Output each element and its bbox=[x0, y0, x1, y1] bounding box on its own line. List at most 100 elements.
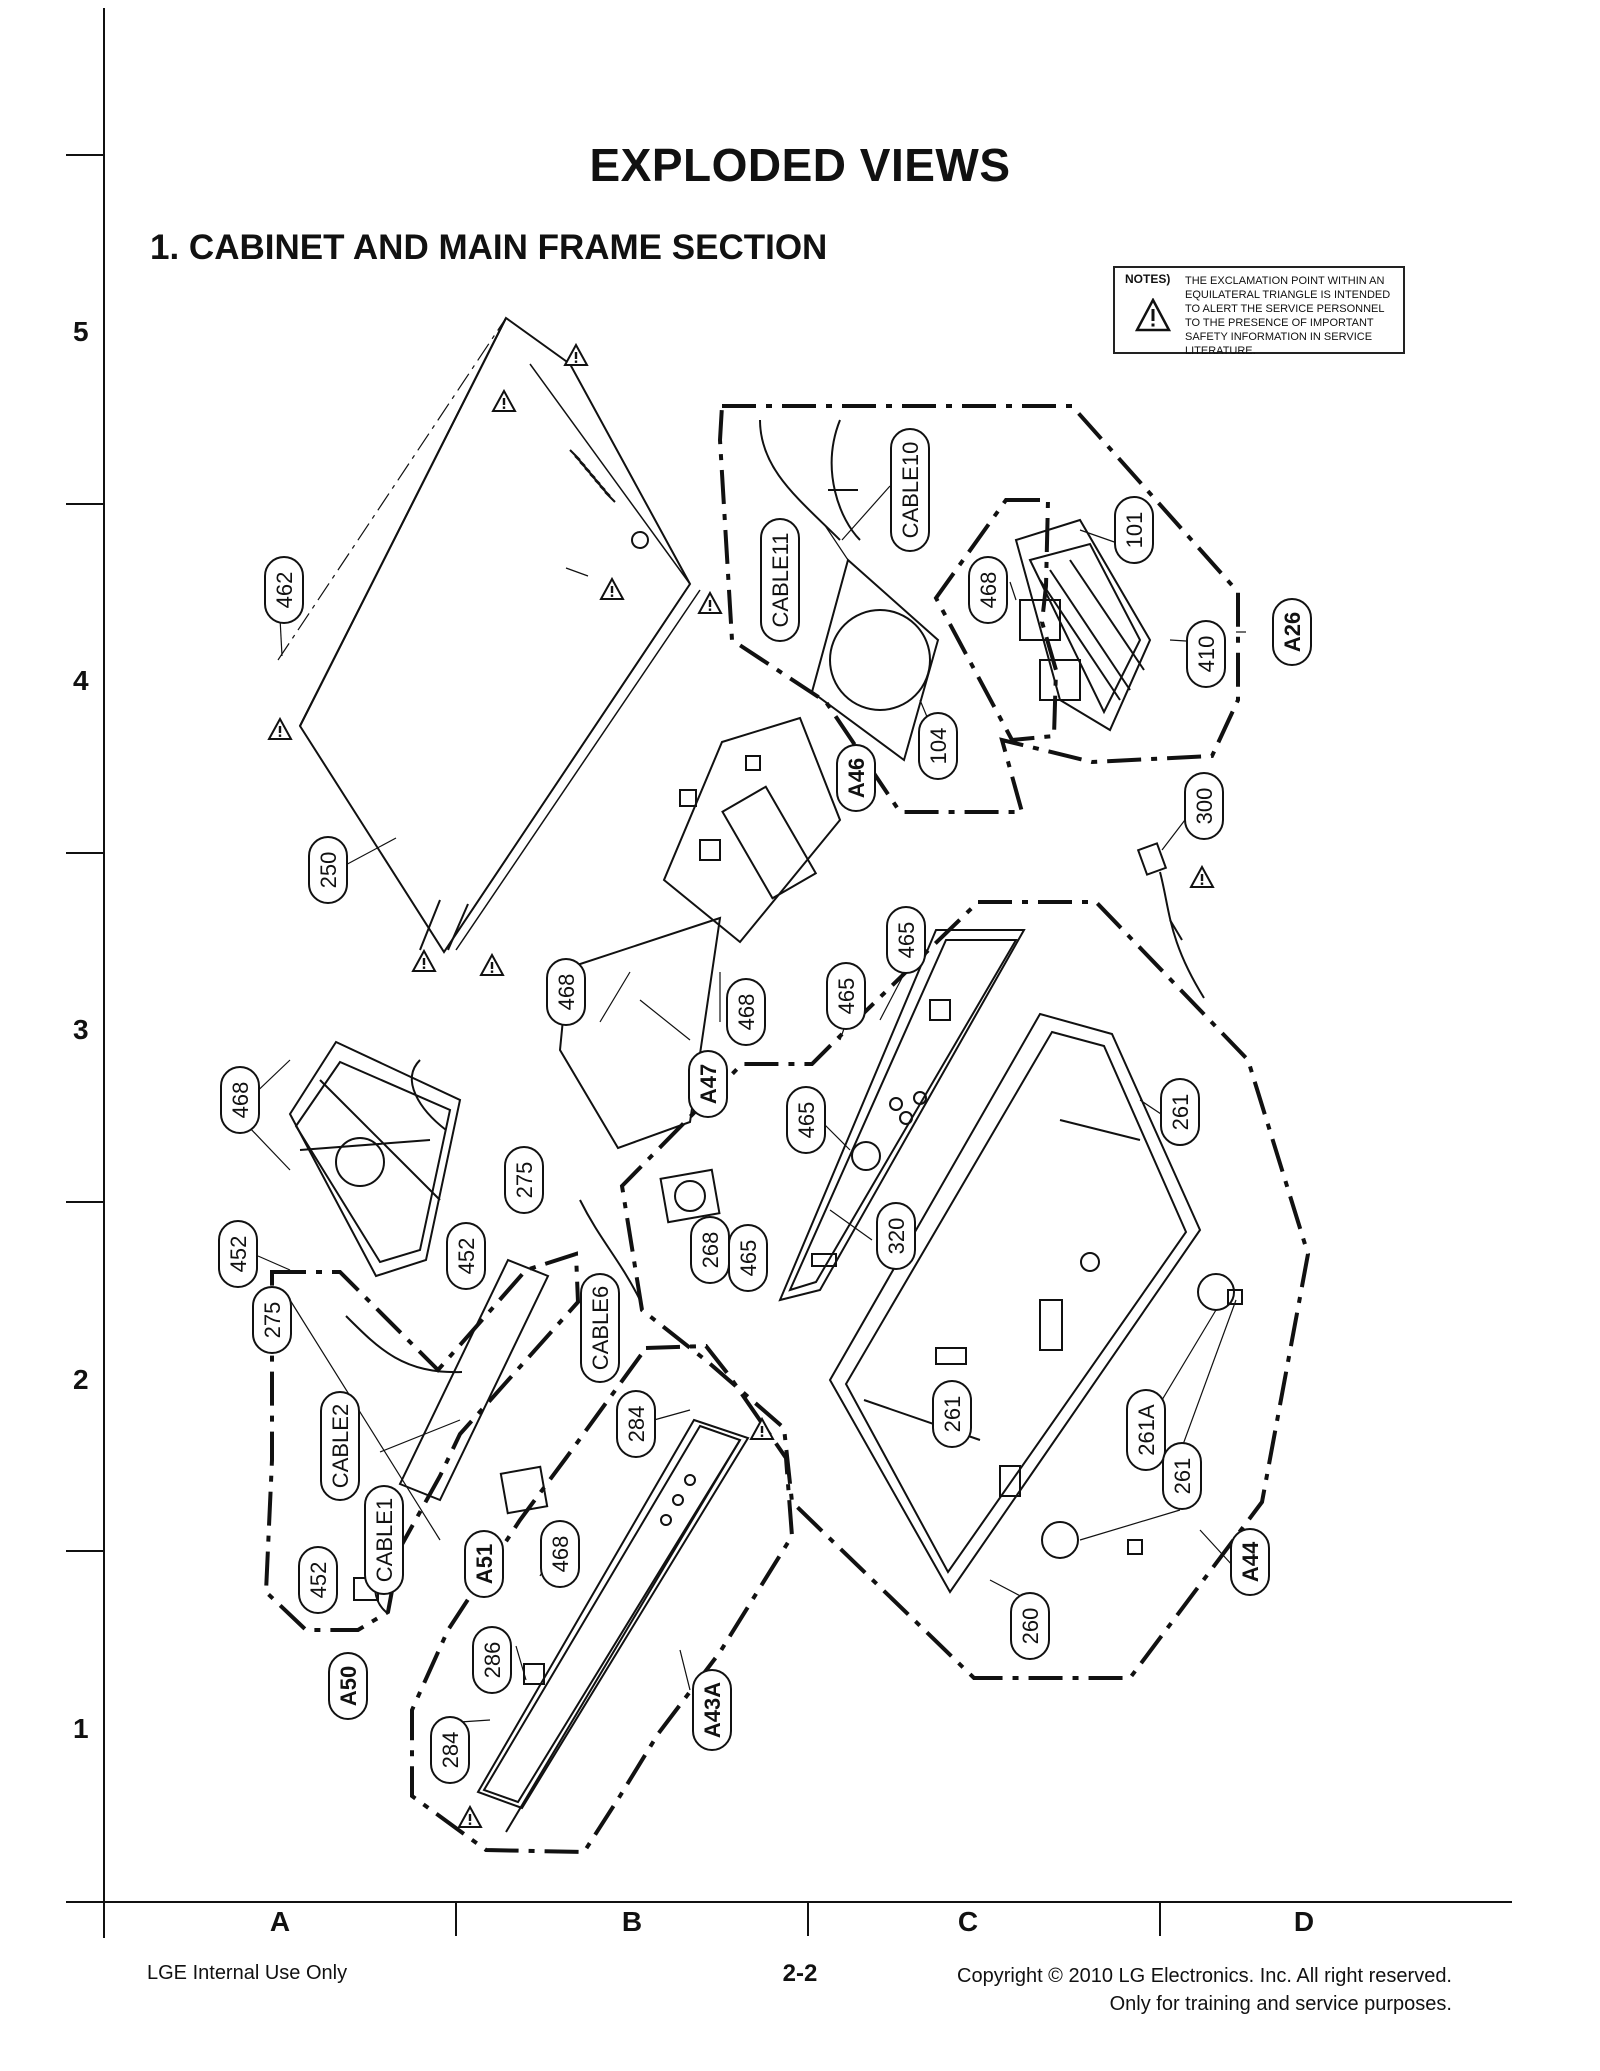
callout-label: 468 bbox=[554, 974, 579, 1011]
warning-triangle-icon bbox=[1135, 298, 1171, 332]
callout-label: 452 bbox=[226, 1236, 251, 1273]
callout-260: 260 bbox=[1010, 1592, 1050, 1660]
callout-label: 468 bbox=[976, 572, 1001, 609]
callout-label: 250 bbox=[316, 852, 341, 889]
callout-label: 275 bbox=[512, 1162, 537, 1199]
callout-label: 284 bbox=[438, 1732, 463, 1769]
callout-300: 300 bbox=[1184, 772, 1224, 840]
callout-410: 410 bbox=[1186, 620, 1226, 688]
callout-label: A43A bbox=[700, 1682, 725, 1738]
footer-internal-use: LGE Internal Use Only bbox=[147, 1962, 348, 1984]
callout-284: 284 bbox=[430, 1716, 470, 1784]
callout-268: 268 bbox=[690, 1216, 730, 1284]
safety-notes-box: NOTES) THE EXCLAMATION POINT WITHIN AN E… bbox=[1113, 266, 1405, 357]
callout-label: 275 bbox=[260, 1302, 285, 1339]
column-label-c: C bbox=[957, 1906, 979, 1937]
callout-label: CABLE10 bbox=[898, 442, 923, 539]
callout-label: 260 bbox=[1018, 1608, 1043, 1645]
column-label-a: A bbox=[269, 1906, 291, 1937]
callout-label: 462 bbox=[272, 572, 297, 609]
callout-465: 465 bbox=[826, 962, 866, 1030]
row-label-4: 4 bbox=[73, 665, 89, 696]
callout-462: 462 bbox=[264, 556, 304, 624]
callout-label: 284 bbox=[624, 1406, 649, 1443]
callout-label: 468 bbox=[228, 1082, 253, 1119]
callout-cable6: CABLE6 bbox=[580, 1273, 620, 1383]
callout-label: 452 bbox=[306, 1562, 331, 1599]
notes-text: THE EXCLAMATION POINT WITHIN AN EQUILATE… bbox=[1185, 275, 1391, 357]
callout-468: 468 bbox=[220, 1066, 260, 1134]
callout-label: 261 bbox=[1170, 1458, 1195, 1495]
callout-label: A46 bbox=[844, 758, 869, 798]
callout-261a: 261A bbox=[1126, 1389, 1166, 1471]
callout-cable11: CABLE11 bbox=[760, 518, 800, 642]
row-label-5: 5 bbox=[73, 316, 89, 347]
callout-275: 275 bbox=[504, 1146, 544, 1214]
callout-label: CABLE1 bbox=[372, 1498, 397, 1582]
callout-261: 261 bbox=[932, 1380, 972, 1448]
callout-label: 268 bbox=[698, 1232, 723, 1269]
callout-cable10: CABLE10 bbox=[890, 428, 930, 552]
callout-468: 468 bbox=[726, 978, 766, 1046]
callout-label: 320 bbox=[884, 1218, 909, 1255]
callout-label: 465 bbox=[794, 1102, 819, 1139]
callout-465: 465 bbox=[886, 906, 926, 974]
row-label-3: 3 bbox=[73, 1014, 89, 1045]
callout-label: A50 bbox=[336, 1666, 361, 1706]
callout-label: CABLE2 bbox=[328, 1404, 353, 1488]
callout-label: 410 bbox=[1194, 636, 1219, 673]
callout-286: 286 bbox=[472, 1626, 512, 1694]
callout-452: 452 bbox=[446, 1222, 486, 1290]
callout-261: 261 bbox=[1162, 1442, 1202, 1510]
callout-label: A47 bbox=[696, 1064, 721, 1104]
callout-452: 452 bbox=[218, 1220, 258, 1288]
callout-104: 104 bbox=[918, 712, 958, 780]
callout-452: 452 bbox=[298, 1546, 338, 1614]
callout-label: CABLE6 bbox=[588, 1286, 613, 1370]
callout-a50: A50 bbox=[328, 1652, 368, 1720]
callout-label: A51 bbox=[472, 1544, 497, 1584]
callout-label: A26 bbox=[1280, 612, 1305, 652]
section-title: 1. CABINET AND MAIN FRAME SECTION bbox=[150, 228, 828, 267]
callout-a44: A44 bbox=[1230, 1528, 1270, 1596]
callout-label: 468 bbox=[548, 1536, 573, 1573]
callout-label: A44 bbox=[1238, 1541, 1263, 1582]
callout-label: CABLE11 bbox=[768, 533, 793, 628]
callout-label: 468 bbox=[734, 994, 759, 1031]
training-notice: Only for training and service purposes. bbox=[1109, 1993, 1452, 2015]
callout-250: 250 bbox=[308, 836, 348, 904]
callout-a26: A26 bbox=[1272, 598, 1312, 666]
callout-label: 261 bbox=[940, 1396, 965, 1433]
callout-261: 261 bbox=[1160, 1078, 1200, 1146]
callout-275: 275 bbox=[252, 1286, 292, 1354]
callout-label: 465 bbox=[834, 978, 859, 1015]
callout-a43a: A43A bbox=[692, 1669, 732, 1751]
callout-465: 465 bbox=[728, 1224, 768, 1292]
callout-320: 320 bbox=[876, 1202, 916, 1270]
callout-label: 286 bbox=[480, 1642, 505, 1679]
column-label-d: D bbox=[1293, 1906, 1315, 1937]
callout-a51: A51 bbox=[464, 1530, 504, 1598]
row-label-1: 1 bbox=[73, 1713, 89, 1744]
callout-a46: A46 bbox=[836, 744, 876, 812]
callout-label: 101 bbox=[1122, 512, 1147, 549]
callout-101: 101 bbox=[1114, 496, 1154, 564]
notes-label: NOTES) bbox=[1125, 272, 1171, 286]
callout-468: 468 bbox=[968, 556, 1008, 624]
column-label-b: B bbox=[621, 1906, 643, 1937]
footer-copyright: Copyright © 2010 LG Electronics. Inc. Al… bbox=[957, 1962, 1452, 2018]
callout-label: 452 bbox=[454, 1238, 479, 1275]
page-title: EXPLODED VIEWS bbox=[589, 139, 1011, 191]
callout-468: 468 bbox=[546, 958, 586, 1026]
copyright-line: Copyright © 2010 LG Electronics. Inc. Al… bbox=[957, 1965, 1452, 1987]
page-number: 2-2 bbox=[782, 1960, 818, 1987]
callout-label: 465 bbox=[894, 922, 919, 959]
callout-465: 465 bbox=[786, 1086, 826, 1154]
callout-cable2: CABLE2 bbox=[320, 1391, 360, 1501]
callout-label: 104 bbox=[926, 728, 951, 765]
callout-468: 468 bbox=[540, 1520, 580, 1588]
callout-a47: A47 bbox=[688, 1050, 728, 1118]
callout-label: 465 bbox=[736, 1240, 761, 1277]
